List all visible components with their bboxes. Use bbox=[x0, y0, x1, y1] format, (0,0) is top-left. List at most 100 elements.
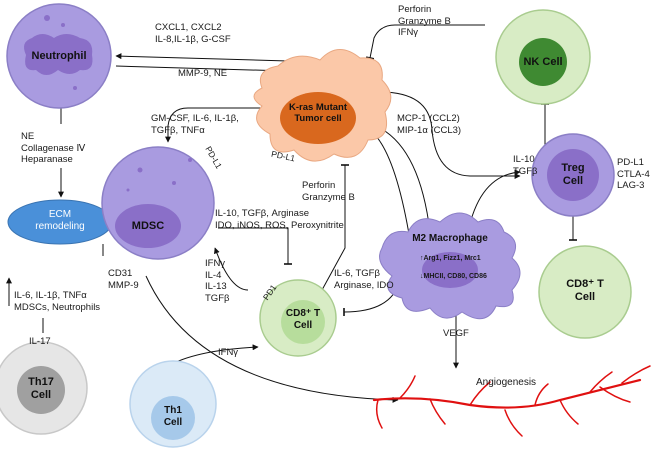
gmcsf-label: GM-CSF, IL-6, IL-1β, TGFβ, TNFα bbox=[151, 113, 239, 136]
mdsc-suppress-line-2: IDO, iNOS, ROS, Peroxynitrite bbox=[215, 219, 344, 231]
ifn-cd8-label: IFNγ IL-4 IL-13 TGFβ bbox=[205, 258, 229, 304]
th1-label-line-1: Th1 bbox=[164, 405, 182, 416]
il10-treg-line-2: TGFβ bbox=[513, 165, 538, 177]
th17-label-line-1: Th17 bbox=[28, 376, 54, 388]
ne-coll-line-2: Collagenase Ⅳ bbox=[21, 142, 86, 154]
m2-macrophage-cell bbox=[379, 212, 521, 320]
ifn-cd8-line-3: IL-13 bbox=[205, 281, 227, 292]
m2-label: M2 Macrophage bbox=[412, 233, 488, 244]
cd8-center-cell bbox=[259, 279, 337, 357]
arrow-m2-to-tumor bbox=[369, 129, 411, 241]
cxcl-line-1: CXCL1, CXCL2 bbox=[155, 22, 222, 33]
mdsc-suppress-line-1: IL-10, TGFβ, Arginase bbox=[215, 208, 309, 219]
mmp-ne-label: MMP-9, NE bbox=[178, 68, 228, 79]
il6-m2-line-2: Arginase, IDO bbox=[334, 279, 394, 291]
ifn-cd8-line-2: IL-4 bbox=[205, 269, 222, 281]
cd31-line-2: MMP-9 bbox=[108, 279, 139, 291]
th17-cell bbox=[0, 341, 88, 435]
cd31-label: CD31 MMP-9 bbox=[108, 268, 139, 291]
neutrophil-cell bbox=[6, 3, 112, 109]
cd8-right-label-line-1: CD8⁺ T bbox=[566, 278, 604, 290]
tumor-nucleus bbox=[280, 92, 356, 144]
tumor-cell bbox=[253, 49, 392, 162]
m2-down-text: MHCII, CD80, CD86 bbox=[423, 273, 487, 280]
treg-marker-2: CTLA-4 bbox=[617, 168, 650, 180]
mcp-line-2: MIP-1α (CCL3) bbox=[397, 124, 462, 136]
cd8-right-label-line-2: Cell bbox=[574, 291, 596, 303]
treg-marker-1: PD-L1 bbox=[617, 157, 644, 168]
inhibit-mdsc-to-cd8 bbox=[218, 227, 292, 265]
mdsc-label: MDSC bbox=[131, 220, 165, 232]
vegf-label: VEGF bbox=[443, 328, 469, 339]
cxcl-label: CXCL1, CXCL2 IL-8,IL-1β, G-CSF bbox=[155, 22, 231, 45]
perforin-cd8-label: Perforin Granzyme B bbox=[302, 180, 355, 203]
cd8-center-label: CD8⁺ T Cell bbox=[273, 308, 333, 332]
cd8-right-label: CD8⁺ T Cell bbox=[555, 278, 615, 304]
nk-label: NK Cell bbox=[523, 56, 563, 68]
ifn-cd8-line-1: IFNγ bbox=[205, 258, 226, 269]
th1-label: Th1 Cell bbox=[148, 405, 198, 429]
mdsc-suppress-label: IL-10, TGFβ, Arginase IDO, iNOS, ROS, Pe… bbox=[215, 208, 344, 231]
il17-label: IL-17 bbox=[29, 336, 51, 347]
tumor-label-line-1: K-ras Mutant bbox=[288, 102, 348, 113]
mcp-label: MCP-1 (CCL2) MIP-1α (CCL3) bbox=[397, 113, 461, 136]
cd8-center-label-line-1: CD8⁺ T bbox=[285, 308, 321, 319]
angiogenesis-label: Angiogenesis bbox=[476, 377, 537, 388]
ne-collagenase-label: NE Collagenase Ⅳ Heparanase bbox=[21, 131, 85, 166]
gmcsf-line-1: GM-CSF, IL-6, IL-1β, bbox=[151, 113, 239, 124]
perforin-cd8-line-2: Granzyme B bbox=[302, 191, 355, 203]
th1-cell bbox=[129, 360, 217, 448]
m2-up-markers: ↑Arg1, Fizz1, Mrc1 bbox=[420, 255, 481, 262]
arrow-th1-to-cd8 bbox=[171, 344, 259, 365]
ne-coll-line-1: NE bbox=[21, 131, 35, 142]
line-tumor-to-treg bbox=[379, 91, 521, 179]
il6-th17-line-2: MDSCs, Neutrophils bbox=[14, 301, 101, 313]
treg-label: Treg Cell bbox=[548, 162, 598, 188]
ne-coll-line-3: Heparanase bbox=[21, 154, 73, 165]
perforin-nk-line-2: Granzyme B bbox=[398, 15, 451, 27]
il10-treg-line-1: IL-10 bbox=[513, 154, 535, 165]
ifn-cd8-line-4: TGFβ bbox=[205, 292, 230, 304]
tumor-label: K-ras Mutant Tumor cell bbox=[277, 102, 359, 124]
perforin-nk-label: Perforin Granzyme B IFNγ bbox=[398, 4, 451, 39]
th1-label-line-2: Cell bbox=[163, 417, 183, 428]
cd31-line-1: CD31 bbox=[108, 268, 133, 279]
m2-up-text: Arg1, Fizz1, Mrc1 bbox=[423, 255, 481, 262]
treg-marker-3: LAG-3 bbox=[617, 180, 645, 191]
th17-label-line-2: Cell bbox=[30, 389, 52, 401]
m2-down-markers: ↓MHCII, CD80, CD86 bbox=[420, 273, 487, 280]
il6-m2-label: IL-6, TGFβ Arginase, IDO bbox=[334, 268, 394, 291]
il6-th17-line-1: IL-6, IL-1β, TNFα bbox=[14, 290, 87, 301]
gmcsf-line-2: TGFβ, TNFα bbox=[151, 124, 205, 136]
arrow-mdsc-to-angio bbox=[145, 275, 399, 403]
th17-label: Th17 Cell bbox=[16, 376, 66, 402]
perforin-nk-line-3: IFNγ bbox=[398, 27, 419, 38]
tumor-label-line-2: Tumor cell bbox=[294, 113, 342, 124]
perforin-cd8-line-1: Perforin bbox=[302, 180, 336, 191]
perforin-nk-line-1: Perforin bbox=[398, 4, 432, 15]
ecm-label-line-2: remodeling bbox=[35, 221, 85, 232]
cxcl-line-2: IL-8,IL-1β, G-CSF bbox=[155, 33, 231, 45]
inhibit-cd8-to-tumor bbox=[321, 164, 349, 291]
inhibit-nk-to-tumor bbox=[365, 24, 485, 60]
cd8-right-cell bbox=[538, 245, 632, 339]
treg-label-line-2: Cell bbox=[562, 175, 584, 187]
ifn-th1-label: IFNγ bbox=[218, 347, 239, 358]
treg-markers: PD-L1 CTLA-4 LAG-3 bbox=[617, 157, 650, 192]
mdsc-cell bbox=[101, 146, 215, 260]
arrow-cd8-to-mdsc bbox=[213, 247, 249, 291]
neutrophil-label: Neutrophil bbox=[31, 50, 87, 62]
mcp-line-1: MCP-1 (CCL2) bbox=[397, 113, 460, 124]
cd8-center-label-line-2: Cell bbox=[293, 320, 313, 331]
angiogenesis-vessels bbox=[372, 365, 651, 437]
arrow-tumor-to-m2 bbox=[379, 127, 433, 233]
arrow-tumor-to-mdsc bbox=[165, 107, 262, 143]
il6-m2-line-1: IL-6, TGFβ bbox=[334, 268, 380, 279]
il6-th17-label: IL-6, IL-1β, TNFα MDSCs, Neutrophils bbox=[14, 290, 100, 313]
treg-label-line-1: Treg bbox=[561, 162, 585, 174]
ecm-label: ECM remodeling bbox=[20, 209, 100, 233]
ecm-label-line-1: ECM bbox=[48, 209, 72, 220]
nk-cell bbox=[495, 9, 591, 105]
il10-tgfb-treg-label: IL-10 TGFβ bbox=[513, 154, 537, 177]
